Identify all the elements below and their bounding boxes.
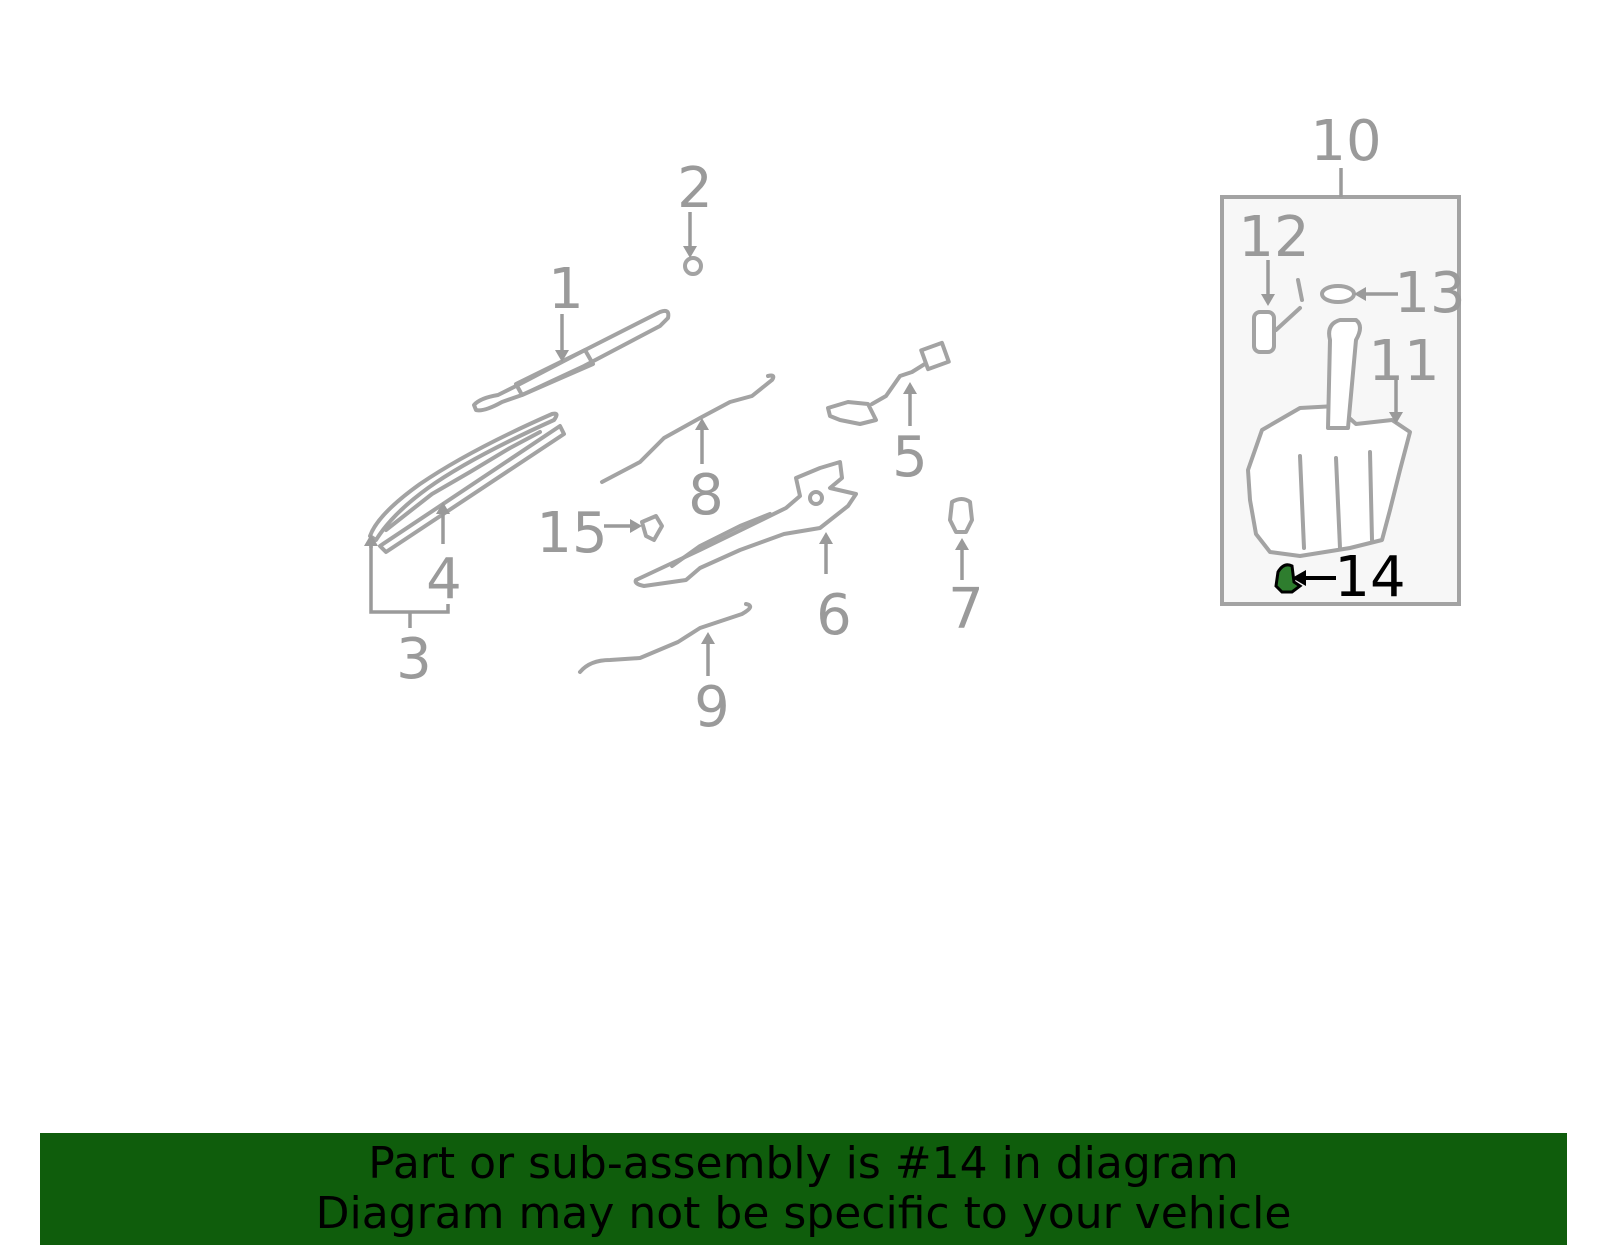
callout-13: 13 — [1394, 261, 1465, 326]
part-15-clip — [640, 514, 664, 542]
callout-11: 11 — [1368, 329, 1439, 394]
callout-4: 4 — [426, 547, 462, 612]
banner-line-1: Part or sub-assembly is #14 in diagram — [368, 1138, 1239, 1189]
part-13-pump-grommet — [1320, 284, 1356, 304]
callout-3: 3 — [396, 627, 432, 692]
part-12-washer-pump — [1252, 278, 1304, 354]
leader-lines — [364, 212, 1403, 676]
part-8-drive-link — [600, 373, 776, 484]
callout-7: 7 — [948, 577, 984, 642]
part-9-connecting-rod — [578, 602, 753, 674]
part-3-wiper-blade — [368, 411, 559, 542]
part-11-washer-reservoir — [1246, 318, 1412, 558]
banner-line-2: Diagram may not be specific to your vehi… — [315, 1188, 1292, 1239]
callout-8: 8 — [688, 463, 724, 528]
callout-10: 10 — [1310, 109, 1381, 174]
part-6-wiper-linkage — [633, 460, 858, 588]
callout-12: 12 — [1238, 205, 1309, 270]
info-banner: Part or sub-assembly is #14 in diagram D… — [40, 1133, 1567, 1245]
part-1-wiper-arm — [472, 308, 671, 413]
callout-6: 6 — [816, 583, 852, 648]
part-2-nut — [683, 256, 703, 276]
callout-9: 9 — [694, 675, 730, 740]
callout-1: 1 — [548, 257, 584, 322]
part-14-highlighted — [1274, 563, 1303, 594]
part-7-grommet — [948, 497, 974, 534]
part-4-blade-insert — [378, 424, 566, 554]
part-5-washer-motor — [826, 340, 951, 426]
callout-5: 5 — [892, 425, 928, 490]
callout-15: 15 — [536, 501, 607, 566]
callout-2: 2 — [677, 156, 713, 221]
leader-14 — [1292, 570, 1336, 586]
callout-14: 14 — [1334, 545, 1405, 610]
